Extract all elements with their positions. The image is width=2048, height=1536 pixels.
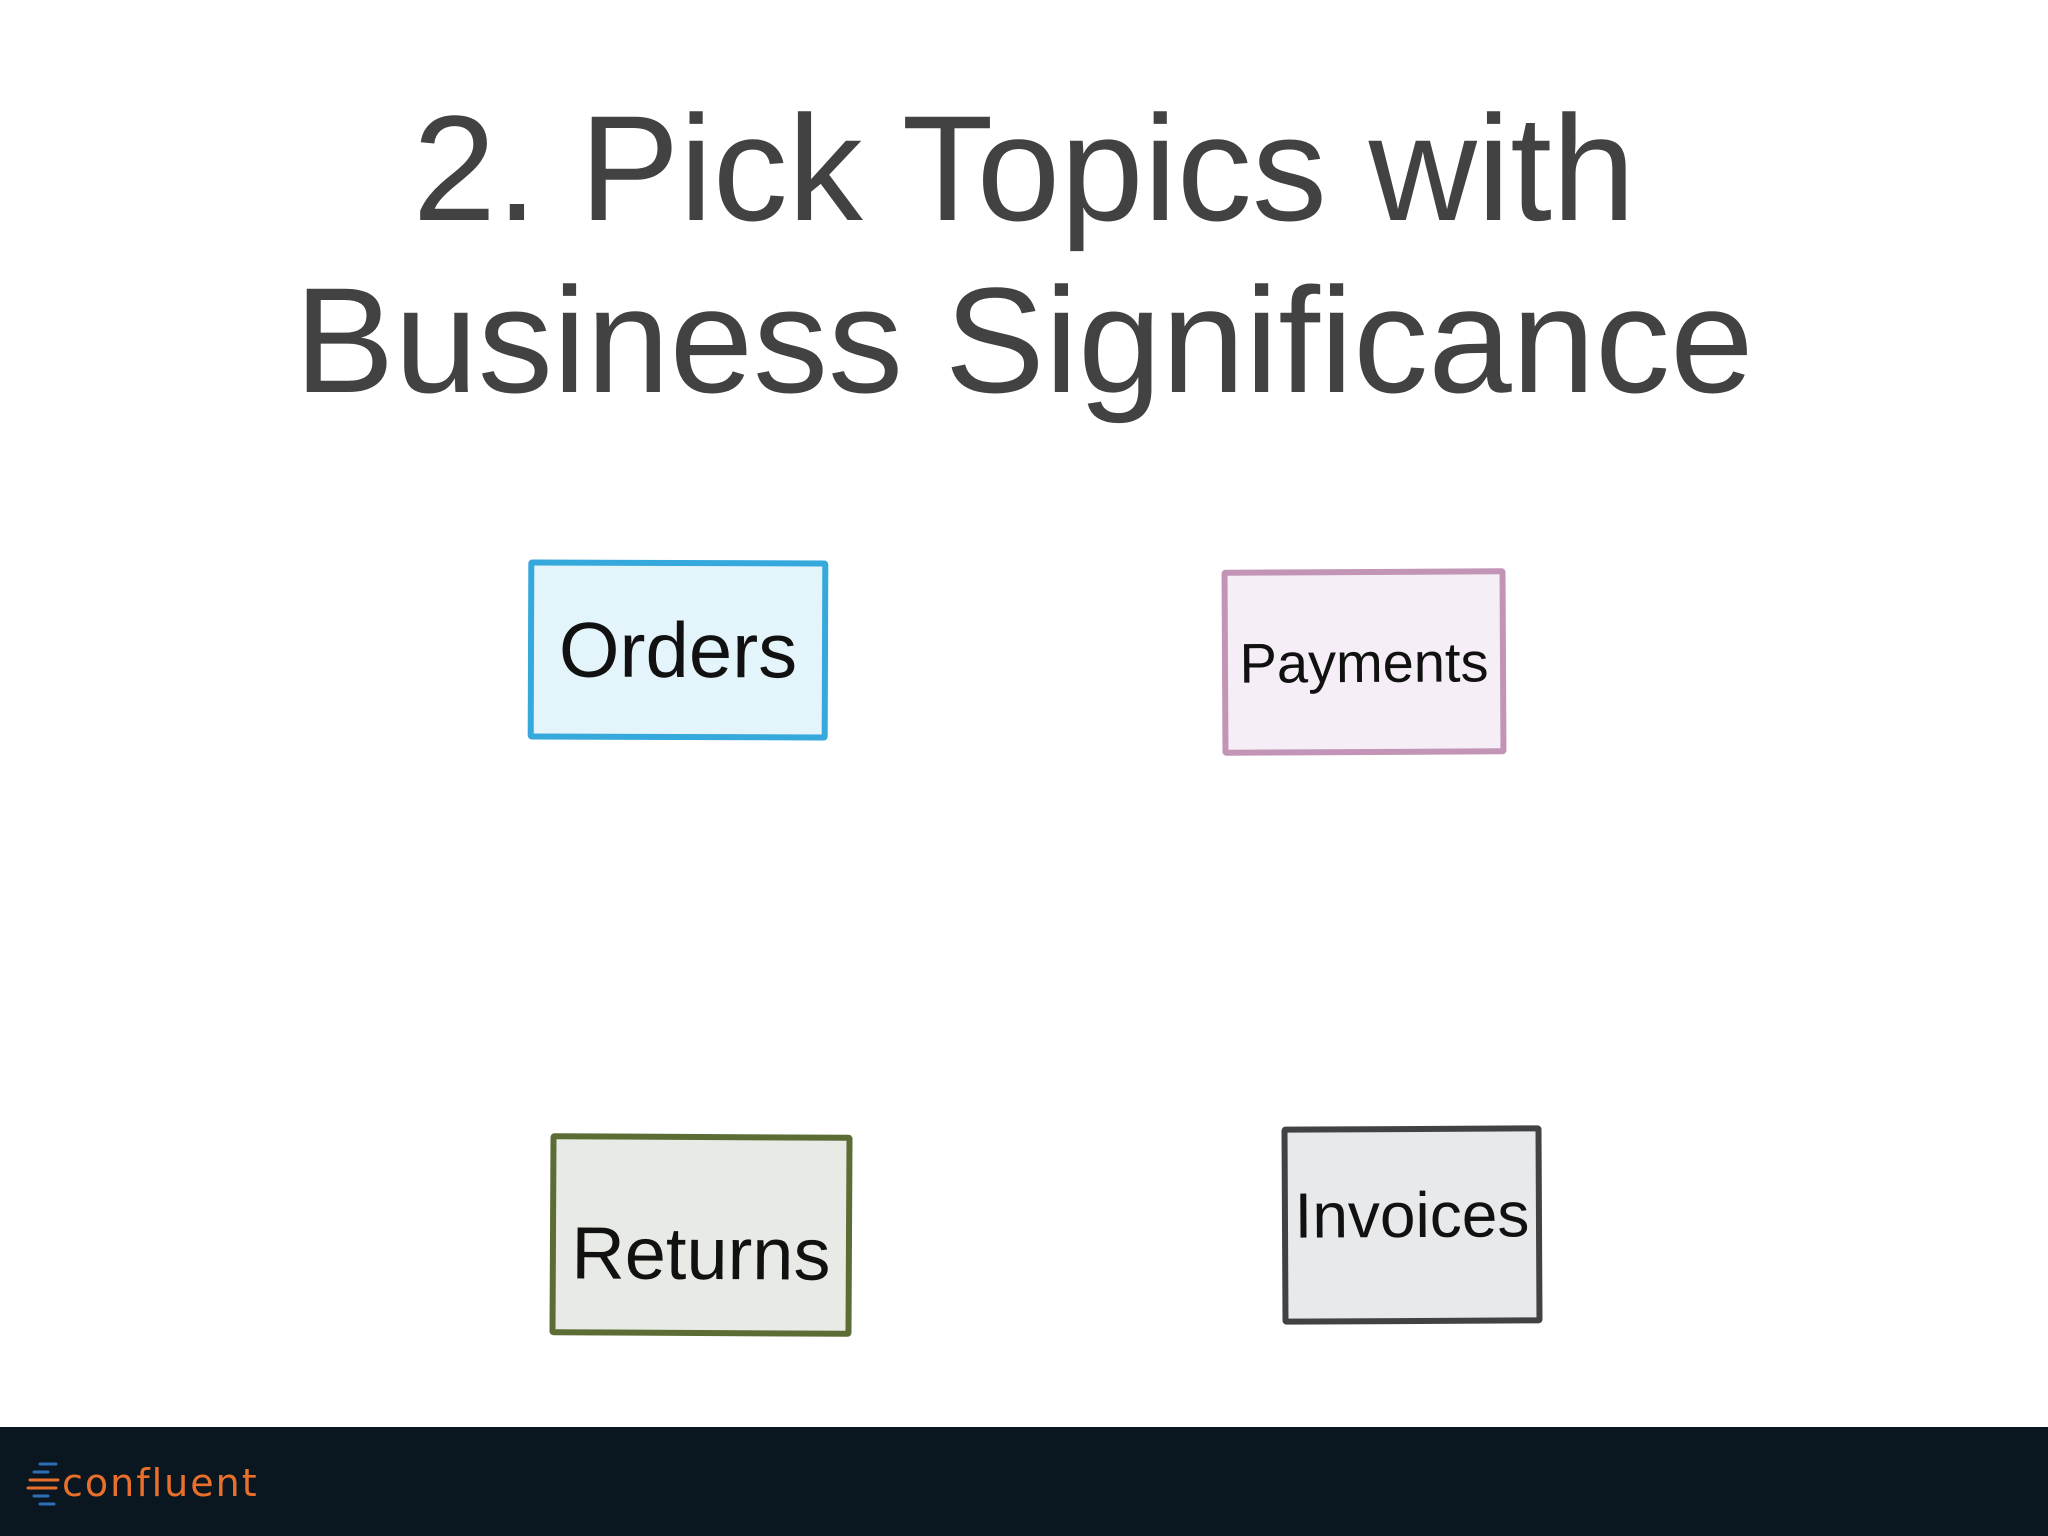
slide-title: 2. Pick Topics with Business Significanc… (0, 82, 2048, 426)
topic-label-payments: Payments (1239, 629, 1489, 695)
topic-label-orders: Orders (558, 605, 798, 694)
topic-box-returns: Returns (549, 1133, 853, 1337)
footer-bar: confluent (0, 1427, 2048, 1536)
topic-label-returns: Returns (571, 1210, 831, 1296)
topic-box-payments: Payments (1221, 568, 1507, 756)
confluent-logo-icon (26, 1462, 60, 1506)
confluent-logo-text: confluent (62, 1461, 259, 1505)
topic-box-orders: Orders (527, 559, 829, 741)
slide-title-line-1: 2. Pick Topics with (412, 84, 1636, 252)
topic-label-invoices: Invoices (1294, 1178, 1530, 1252)
topic-box-invoices: Invoices (1281, 1125, 1543, 1325)
confluent-logo: confluent (26, 1455, 259, 1511)
slide-title-line-2: Business Significance (294, 256, 1754, 424)
